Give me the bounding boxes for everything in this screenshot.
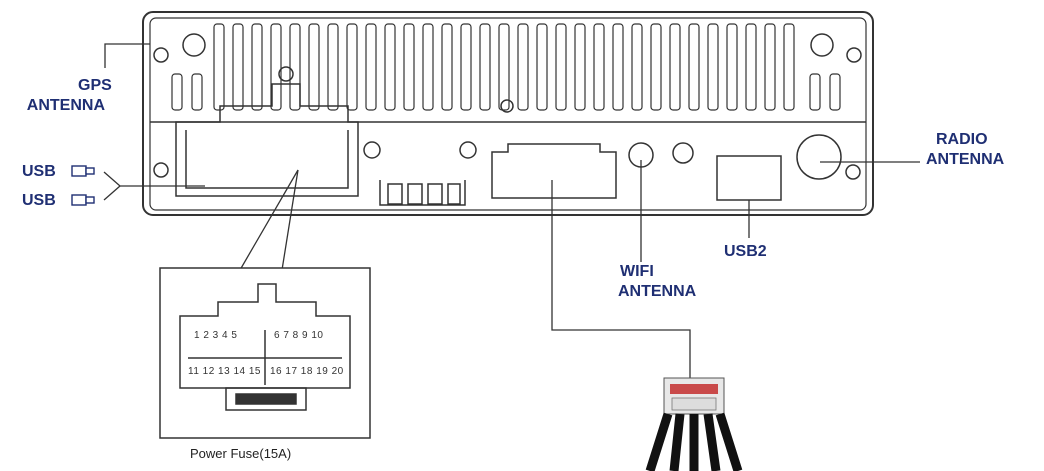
radio-antenna-label: RADIO ANTENNA <box>926 130 1004 170</box>
leader-lines <box>103 43 920 378</box>
usb-bottom-label: USB <box>22 192 56 209</box>
wiring-harness-plug <box>645 377 743 471</box>
mounting-holes <box>153 33 862 180</box>
usb-top-label: USB <box>22 163 56 180</box>
gps-antenna-label: GPS ANTENNA <box>27 76 112 116</box>
gps-antenna-label-line1: GPS <box>78 77 112 94</box>
pin-row2-left: 11 12 13 14 15 <box>188 366 261 377</box>
wifi-antenna-label: WIFI ANTENNA <box>618 262 696 302</box>
wifi-antenna-label-line2: ANTENNA <box>618 283 697 300</box>
pin-row1-left: 1 2 3 4 5 <box>194 330 238 341</box>
pin-row1-right: 6 7 8 9 10 <box>274 330 324 341</box>
heatsink-fins <box>171 23 841 111</box>
usb2-label: USB2 <box>724 243 767 260</box>
radio-antenna-label-line1: RADIO <box>936 131 988 148</box>
usb-plug-icons <box>71 165 95 206</box>
radio-antenna-label-line2: ANTENNA <box>926 151 1005 168</box>
gps-antenna-label-line2: ANTENNA <box>26 97 105 114</box>
power-fuse-label: Power Fuse(15A) <box>190 446 292 461</box>
chassis <box>142 11 874 216</box>
connector-detail-box <box>159 267 371 439</box>
pin-row2-right: 16 17 18 19 20 <box>270 366 344 377</box>
main-harness-socket <box>175 83 466 206</box>
wifi-antenna-label-line1: WIFI <box>620 263 654 280</box>
